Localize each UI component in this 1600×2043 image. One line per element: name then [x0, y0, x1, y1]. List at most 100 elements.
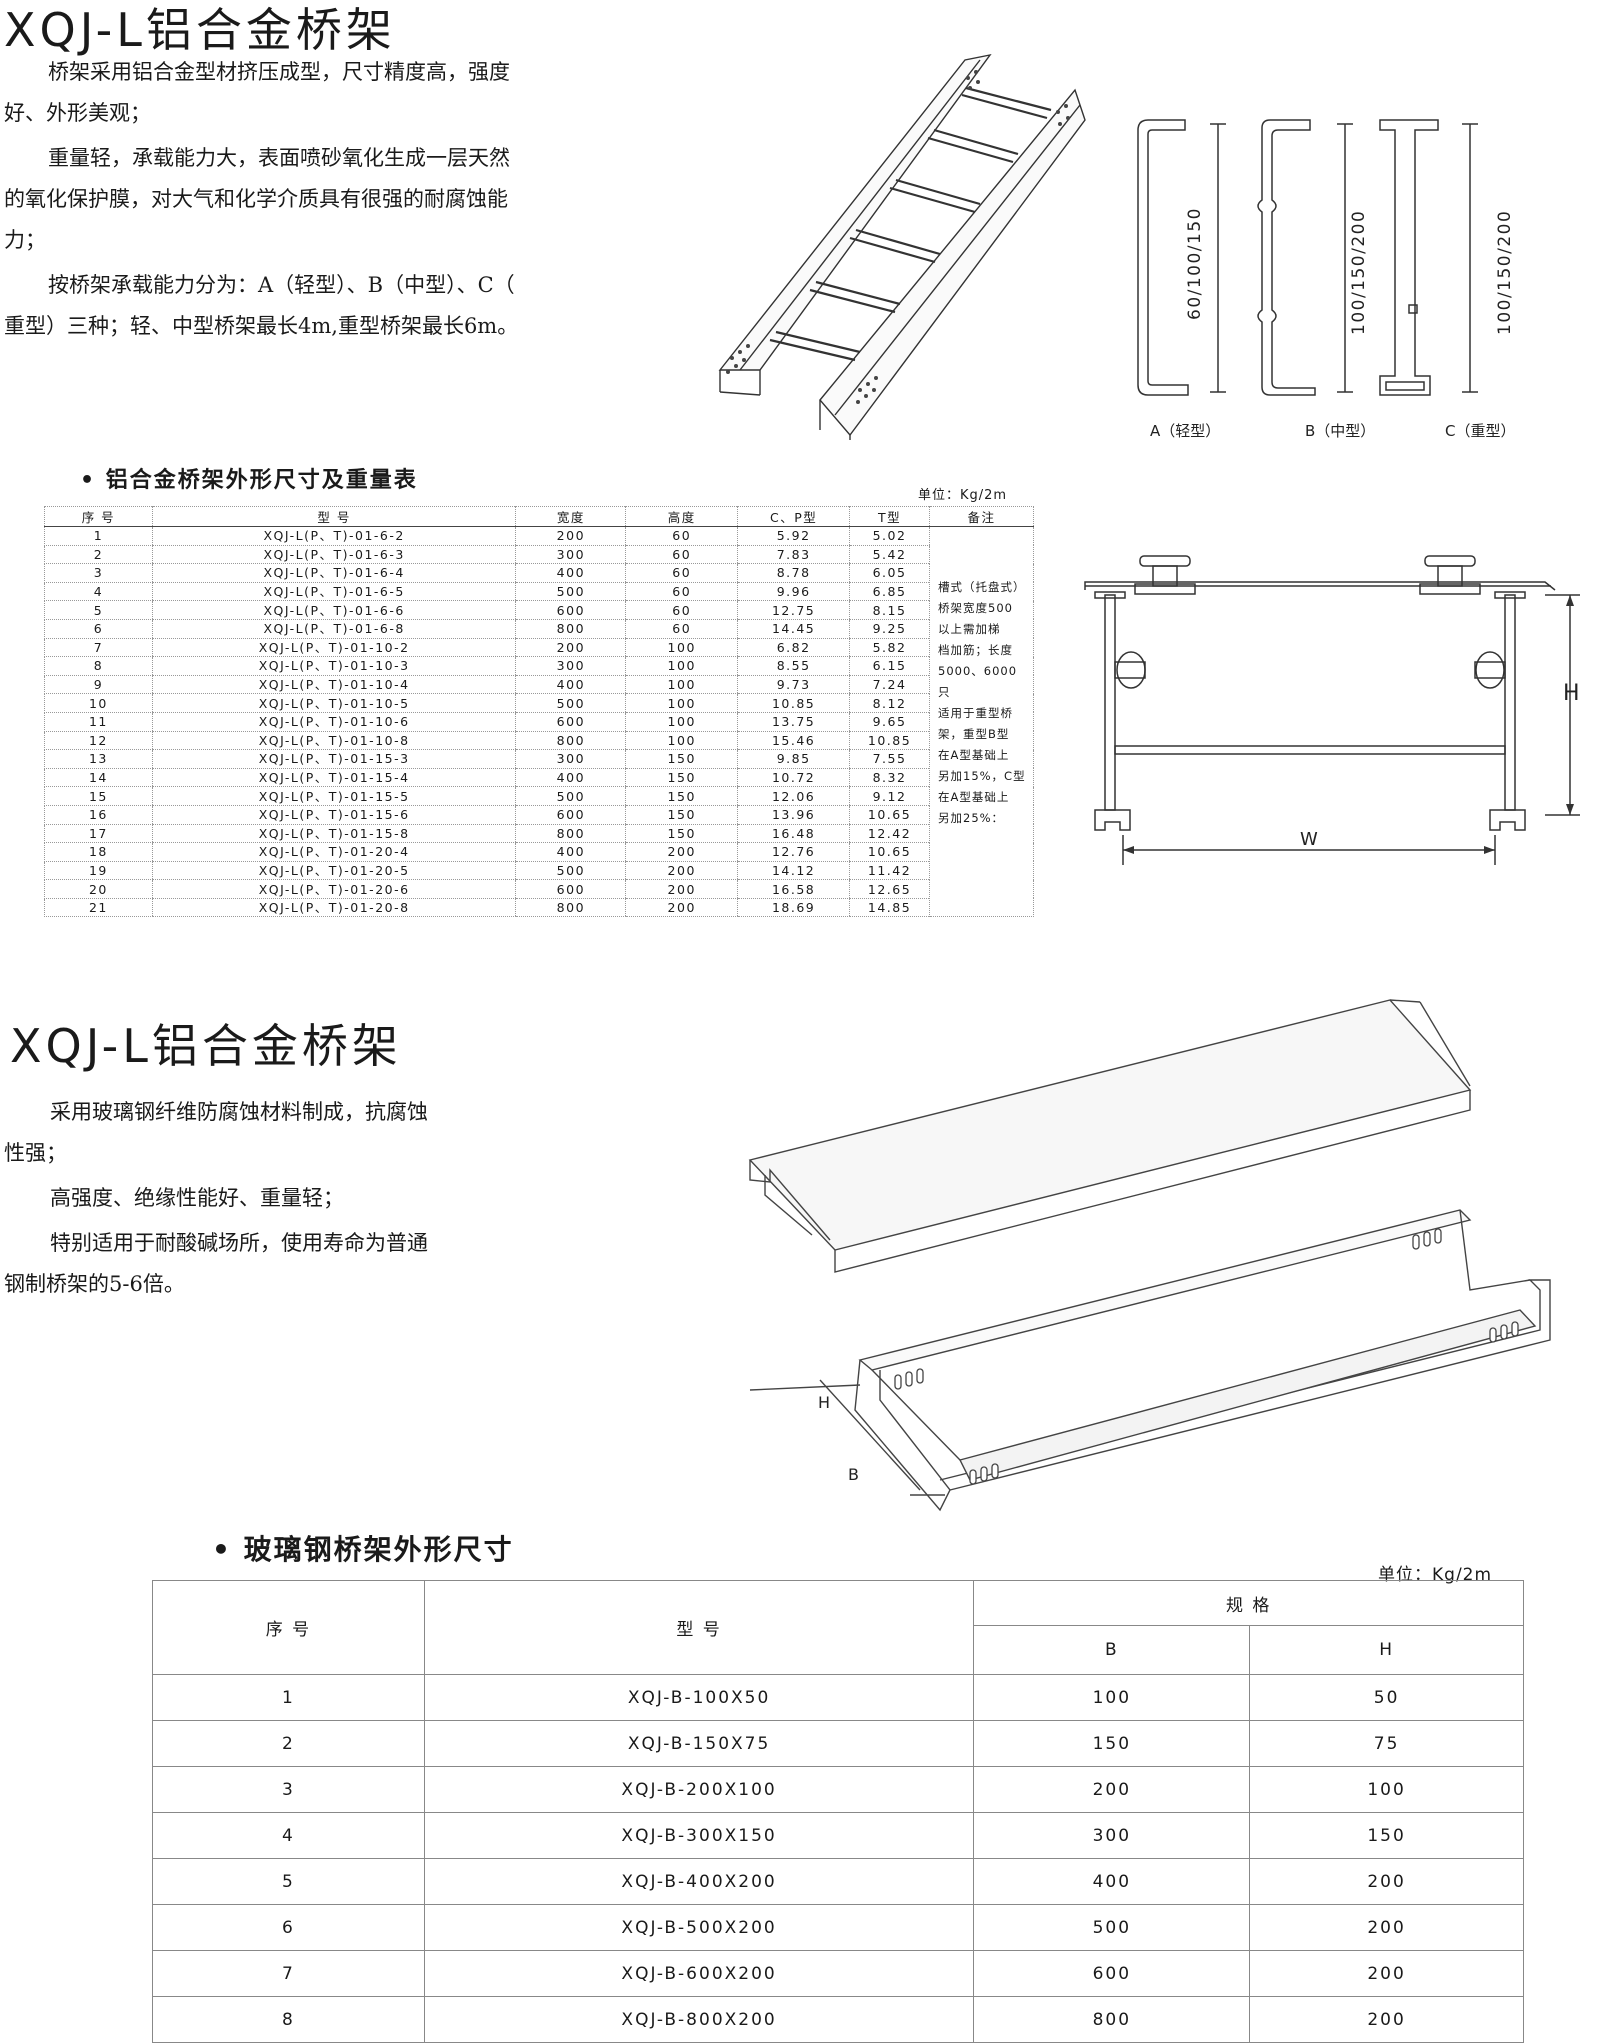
table-cell: 150 — [625, 749, 738, 769]
table-cell: 400 — [973, 1858, 1251, 1905]
s1-para-1a: 桥架采用铝合金型材挤压成型，尺寸精度高，强度 — [48, 60, 510, 84]
table-cell: XQJ-L(P、T)-01-20-6 — [151, 879, 516, 899]
table-cell: 200 — [625, 861, 738, 881]
table-cell: 13 — [44, 749, 153, 769]
table-cell: 800 — [515, 731, 626, 751]
table2-header-spec: 规 格 — [973, 1580, 1524, 1626]
tray-cross-section-diagram: H W — [1084, 555, 1580, 865]
note-line: 桥架宽度500 — [938, 601, 1013, 615]
table-cell: 150 — [1249, 1812, 1524, 1859]
table-cell: 6.15 — [849, 656, 930, 676]
table1-header: C、P型 — [737, 506, 850, 527]
s1-para-2b: 的氧化保护膜，对大气和化学介质具有很强的耐腐蚀能 — [4, 187, 508, 211]
table-cell: 7.83 — [737, 545, 850, 565]
table-cell: 600 — [515, 879, 626, 899]
table1-unit: 单位：Kg/2m — [918, 488, 1008, 503]
table-cell: 1 — [152, 1674, 425, 1721]
table-cell: 7 — [44, 638, 153, 658]
table-cell: 14.45 — [737, 619, 850, 639]
table-cell: 50 — [1249, 1674, 1524, 1721]
table-cell: 9 — [44, 675, 153, 695]
table-cell: 300 — [515, 749, 626, 769]
table-cell: 60 — [625, 600, 738, 620]
table2-header-model: 型 号 — [423, 1580, 975, 1675]
table1-heading: • 铝合金桥架外形尺寸及重量表 — [80, 468, 418, 493]
profile-b-label: B（中型） — [1305, 422, 1375, 440]
table-cell: XQJ-L(P、T)-01-6-2 — [151, 526, 516, 546]
table-cell: 500 — [515, 693, 626, 713]
table-cell: 300 — [515, 545, 626, 565]
table2-header-h: H — [1249, 1625, 1524, 1675]
table-cell: 800 — [515, 898, 626, 918]
table-cell: 10.85 — [849, 731, 930, 751]
table-cell: 11 — [44, 712, 153, 732]
note-line: 在A型基础上 — [938, 748, 1010, 762]
table-cell: 1 — [44, 526, 153, 546]
table-cell: 5.42 — [849, 545, 930, 565]
table-cell: 600 — [515, 805, 626, 825]
table-cell: XQJ-B-800X200 — [423, 1996, 975, 2043]
table-cell: XQJ-L(P、T)-01-15-8 — [151, 824, 516, 844]
table-cell: XQJ-L(P、T)-01-20-5 — [151, 861, 516, 881]
table1-header: 序 号 — [44, 506, 153, 527]
s1-para-2a: 重量轻，承载能力大，表面喷砂氧化生成一层天然 — [48, 146, 510, 170]
table-cell: 100 — [625, 693, 738, 713]
table-cell: 14.85 — [849, 898, 930, 918]
table-cell: 2 — [152, 1720, 425, 1767]
table-cell: 9.65 — [849, 712, 930, 732]
table-cell: 100 — [625, 731, 738, 751]
table-cell: 7 — [152, 1950, 425, 1997]
table-cell: 600 — [973, 1950, 1251, 1997]
table-cell: XQJ-L(P、T)-01-6-8 — [151, 619, 516, 639]
table-cell: 6.05 — [849, 563, 930, 583]
table-cell: 75 — [1249, 1720, 1524, 1767]
table-cell: 7.55 — [849, 749, 930, 769]
table-cell: 8.12 — [849, 693, 930, 713]
s1-para-2c: 力； — [4, 228, 46, 252]
table-cell: 12 — [44, 731, 153, 751]
table-cell: 21 — [44, 898, 153, 918]
table-cell: 6.85 — [849, 582, 930, 602]
table-cell: 400 — [515, 563, 626, 583]
table-cell: 200 — [1249, 1858, 1524, 1905]
table-cell: 200 — [973, 1766, 1251, 1813]
profile-c-label: C（重型） — [1445, 422, 1515, 440]
table-cell: 12.65 — [849, 879, 930, 899]
note-line: 5000、6000只 — [938, 664, 1018, 699]
table-cell: XQJ-L(P、T)-01-6-6 — [151, 600, 516, 620]
profile-b-dim: 100/150/200 — [1349, 210, 1369, 335]
table-cell: 150 — [973, 1720, 1251, 1767]
section2-description: 采用玻璃钢纤维防腐蚀材料制成，抗腐蚀 性强； 高强度、绝缘性能好、重量轻； 特别… — [4, 1092, 544, 1305]
table-cell: 18.69 — [737, 898, 850, 918]
table-cell: 9.85 — [737, 749, 850, 769]
table-cell: 13.96 — [737, 805, 850, 825]
table-cell: 14 — [44, 768, 153, 788]
table-cell: 600 — [515, 600, 626, 620]
table-cell: 400 — [515, 768, 626, 788]
table-cell: 200 — [515, 638, 626, 658]
table-cell: XQJ-L(P、T)-01-10-8 — [151, 731, 516, 751]
table-cell: XQJ-B-150X75 — [423, 1720, 975, 1767]
table-cell: 200 — [625, 842, 738, 862]
table1-header: 宽度 — [515, 506, 626, 527]
table-cell: 800 — [515, 619, 626, 639]
table-cell: XQJ-L(P、T)-01-10-3 — [151, 656, 516, 676]
table-cell: XQJ-L(P、T)-01-15-3 — [151, 749, 516, 769]
table-cell: 150 — [625, 805, 738, 825]
table-cell: 8.78 — [737, 563, 850, 583]
table-cell: 8.15 — [849, 600, 930, 620]
table-cell: 5.92 — [737, 526, 850, 546]
table-cell: 500 — [515, 861, 626, 881]
table-cell: XQJ-L(P、T)-01-10-4 — [151, 675, 516, 695]
note-line: 另加15%，C型 — [938, 769, 1026, 783]
